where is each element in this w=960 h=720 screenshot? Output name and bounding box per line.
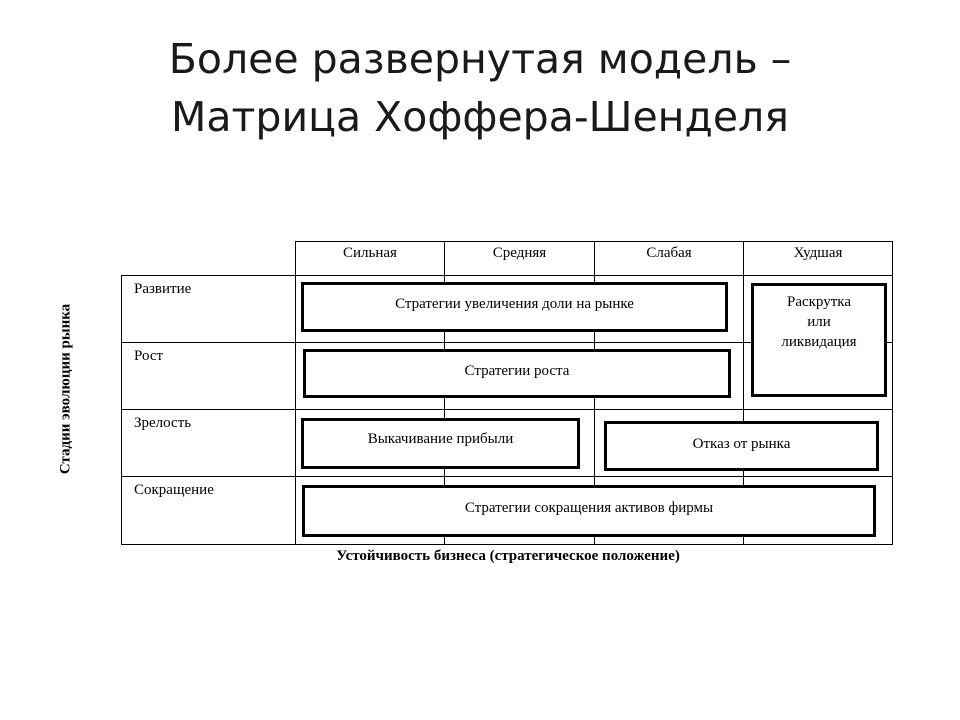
rows-left-border — [121, 275, 122, 545]
strategy-label-downsizing: Стратегии сокращения активов фирмы — [464, 500, 714, 516]
row-label-growth: Рост — [134, 348, 164, 364]
right-border — [892, 241, 893, 545]
column-header-weak: Слабая — [646, 245, 692, 261]
strategy-box-downsizing: Стратегии сокращения активов фирмы — [302, 485, 876, 537]
strategy-box-harvest: Выкачивание прибыли — [301, 418, 580, 469]
strategy-label-harvest: Выкачивание прибыли — [367, 431, 514, 447]
row-label-maturity: Зрелость — [134, 415, 192, 431]
strategy-box-growth: Стратегии роста — [303, 349, 731, 398]
column-header-strong: Сильная — [343, 245, 397, 261]
strategy-box-share-growth: Стратегии увеличения доли на рынке — [301, 282, 728, 332]
strategy-box-promotion-or-liquidation: Раскрутка или ликвидация — [751, 283, 887, 397]
strategy-label-growth: Стратегии роста — [464, 363, 570, 379]
strategy-label-exit: Отказ от рынка — [692, 436, 791, 452]
rows-bottom-border — [121, 544, 893, 545]
y-axis-label: Стадии эволюции рынка — [57, 303, 74, 475]
header-left-border — [295, 241, 296, 544]
header-top-border — [295, 241, 892, 242]
strategy-label-promotion-line-1: Раскрутка — [786, 294, 852, 310]
strategy-box-exit: Отказ от рынка — [604, 421, 879, 471]
strategy-label-promotion-line-3: ликвидация — [781, 334, 857, 350]
row-label-decline: Сокращение — [134, 482, 214, 498]
slide-title-line-2: Матрица Хоффера-Шенделя — [171, 93, 789, 141]
strategy-label-share-growth: Стратегии увеличения доли на рынке — [395, 296, 634, 312]
slide-title-line-1: Более развернутая модель – — [168, 35, 792, 83]
rows-top-border — [121, 275, 893, 276]
column-header-worst: Худшая — [793, 245, 843, 261]
row-divider-3 — [121, 476, 893, 477]
row-divider-2 — [121, 409, 893, 410]
x-axis-label: Устойчивость бизнеса (стратегическое пол… — [336, 548, 680, 564]
column-header-medium: Средняя — [492, 245, 547, 261]
slide-title: Более развернутая модель – Матрица Хоффе… — [0, 30, 960, 146]
row-divider-1 — [121, 342, 893, 343]
row-label-development: Развитие — [134, 281, 192, 297]
header-divider-3 — [743, 241, 744, 544]
strategy-label-promotion-line-2: или — [807, 314, 831, 330]
